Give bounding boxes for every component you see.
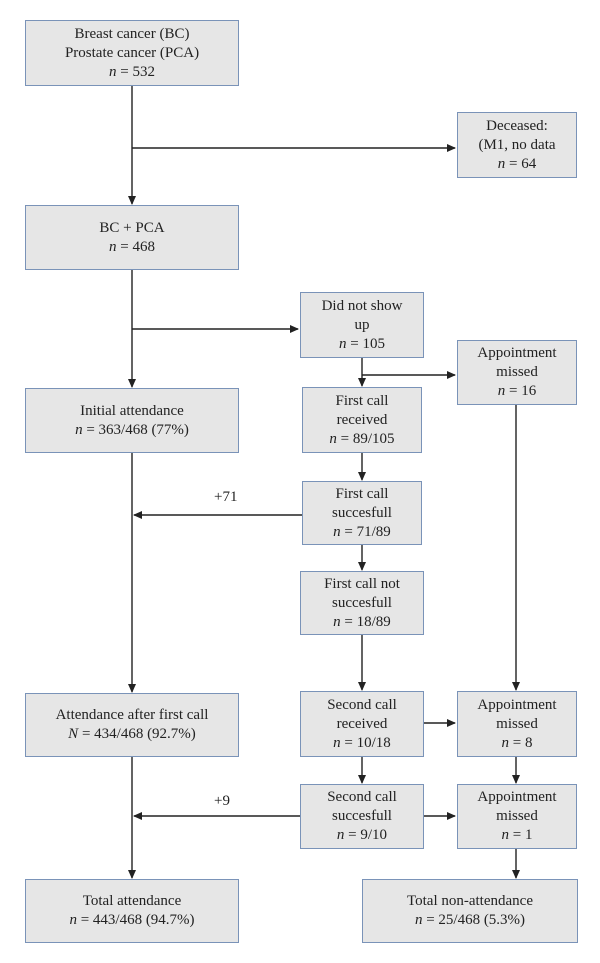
box-appointment-missed-1-line2: missed	[496, 364, 538, 380]
label-plus71: +71	[214, 489, 238, 505]
box-appointment-missed-2: Appointment missed n = 8	[457, 691, 577, 757]
box-appointment-missed-3-line2: missed	[496, 808, 538, 824]
box-total-attendance: Total attendance n = 443/468 (94.7%)	[25, 879, 239, 943]
box-second-call-successful-line2: succesfull	[332, 808, 392, 824]
box-appointment-missed-2-count: n = 8	[501, 734, 533, 751]
box-first-call-successful: First call succesfull n = 71/89	[302, 481, 422, 545]
box-start: Breast cancer (BC) Prostate cancer (PCA)…	[25, 20, 239, 86]
box-attendance-after-first-call-count: N = 434/468 (92.7%)	[68, 726, 196, 742]
box-first-call-received-line1: First call	[335, 392, 389, 409]
box-appointment-missed-2-line2: missed	[496, 715, 538, 732]
box-start-line1: Breast cancer (BC)	[74, 25, 190, 42]
box-did-not-show-line1: Did not show	[321, 297, 403, 314]
box-bc-pca-count: n = 468	[109, 238, 155, 255]
box-deceased: Deceased: (M1, no data n = 64	[457, 112, 577, 178]
box-did-not-show: Did not show up n = 105	[300, 292, 424, 358]
box-total-attendance-count: n = 443/468 (94.7%)	[69, 912, 195, 928]
box-deceased-line2: (M1, no data	[478, 136, 556, 153]
box-second-call-successful-line1: Second call	[327, 789, 397, 805]
box-second-call-successful: Second call succesfull n = 9/10	[300, 784, 424, 849]
box-second-call-received: Second call received n = 10/18	[300, 691, 424, 757]
box-initial-attendance: Initial attendance n = 363/468 (77%)	[25, 388, 239, 453]
box-total-attendance-line1: Total attendance	[82, 893, 182, 909]
box-did-not-show-count: n = 105	[339, 335, 385, 352]
box-first-call-received-line2: received	[336, 411, 388, 428]
box-bc-pca: BC + PCA n = 468	[25, 205, 239, 270]
box-second-call-received-line2: received	[336, 715, 388, 732]
box-first-call-successful-line1: First call	[335, 485, 389, 502]
box-attendance-after-first-call-line1: Attendance after first call	[55, 707, 209, 723]
box-initial-attendance-count: n = 363/468 (77%)	[75, 421, 189, 438]
box-first-call-successful-line2: succesfull	[332, 504, 392, 521]
box-first-call-not-successful: First call not succesfull n = 18/89	[300, 571, 424, 635]
box-appointment-missed-2-line1: Appointment	[477, 696, 557, 713]
box-appointment-missed-3: Appointment missed n = 1	[457, 784, 577, 849]
box-total-non-attendance-count: n = 25/468 (5.3%)	[414, 912, 526, 928]
label-plus9: +9	[214, 793, 230, 809]
box-total-non-attendance: Total non-attendance n = 25/468 (5.3%)	[362, 879, 578, 943]
box-appointment-missed-3-line1: Appointment	[477, 789, 557, 805]
box-first-call-not-successful-line1: First call not	[324, 575, 400, 592]
box-first-call-received: First call received n = 89/105	[302, 387, 422, 453]
box-second-call-received-count: n = 10/18	[333, 734, 391, 751]
box-deceased-line1: Deceased:	[486, 117, 548, 134]
box-second-call-received-line1: Second call	[327, 696, 397, 713]
box-appointment-missed-1-line1: Appointment	[477, 345, 557, 361]
box-appointment-missed-3-count: n = 1	[501, 827, 533, 843]
box-deceased-count: n = 64	[497, 155, 537, 172]
box-start-count: n = 532	[109, 63, 155, 80]
box-attendance-after-first-call: Attendance after first call N = 434/468 …	[25, 693, 239, 757]
box-first-call-received-count: n = 89/105	[329, 430, 395, 447]
box-appointment-missed-1-count: n = 16	[497, 383, 537, 399]
box-bc-pca-line1: BC + PCA	[99, 219, 165, 236]
box-appointment-missed-1: Appointment missed n = 16	[457, 340, 577, 405]
box-first-call-not-successful-line2: succesfull	[332, 594, 392, 611]
box-total-non-attendance-line1: Total non-attendance	[407, 893, 533, 909]
box-initial-attendance-line1: Initial attendance	[80, 402, 184, 419]
box-start-line2: Prostate cancer (PCA)	[64, 44, 200, 61]
box-did-not-show-line2: up	[354, 316, 370, 333]
box-second-call-successful-count: n = 9/10	[336, 827, 388, 843]
box-first-call-not-successful-count: n = 18/89	[333, 613, 391, 630]
box-first-call-successful-count: n = 71/89	[333, 523, 391, 540]
